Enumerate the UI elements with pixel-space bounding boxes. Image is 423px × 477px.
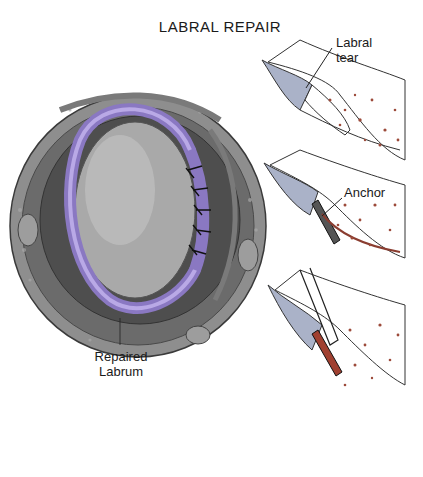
repair-section — [268, 268, 405, 386]
callout-label: Repaired Labrum — [88, 350, 154, 380]
anchor-section — [264, 150, 405, 258]
diagram-title: LABRAL REPAIR — [120, 18, 320, 35]
tear-section — [262, 40, 405, 160]
acetabulum-view — [10, 95, 266, 357]
callout-label: Labral tear — [336, 36, 386, 66]
callout-label: Anchor — [344, 186, 404, 201]
